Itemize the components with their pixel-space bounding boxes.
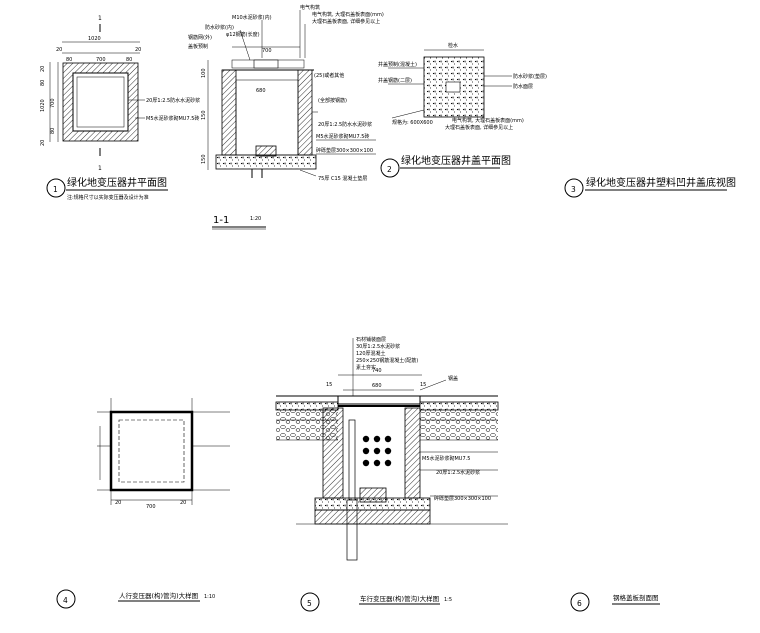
dim-side-20b: 20	[40, 140, 46, 146]
veh-right-label: 钢盖	[448, 375, 458, 382]
sec-label-1: M10水泥砂浆(内)	[232, 14, 272, 21]
cover-top-dim: 检水	[448, 42, 458, 49]
section-label: 1-1	[213, 215, 229, 226]
drawing-6: 6 钢格盖板剖面图	[570, 592, 660, 612]
drawing-5-title: 车行变压器(构)管沟)大样图	[360, 594, 439, 603]
sec-dim-700: 700	[262, 48, 272, 54]
dim-side-80a: 80	[40, 80, 46, 86]
sec-callout-3: 碎砾垫层300×300×100	[316, 147, 373, 154]
veh-dim-15b: 15	[420, 382, 426, 388]
sec-right-2: 电气构筑, 大理石盖板表面(mm)	[312, 11, 384, 18]
dim-side-700: 700	[50, 98, 56, 108]
drawing-4-number: 4	[63, 596, 68, 605]
sec-right-1: 电气构筑	[300, 4, 320, 11]
sec-right-5: (全部按钢筋)	[318, 97, 347, 104]
veh-wall-right	[404, 407, 421, 499]
cover-bottom-2: 电气构筑, 大理石盖板表面(mm)	[452, 117, 524, 124]
drawing-3-number-circle	[564, 178, 584, 198]
cover-label-left-2: 井盖钢筋(二层)	[378, 77, 412, 84]
drawing-1-plan: 1 1 1020 20 20 80 700 80 20 80 1020 700 …	[40, 15, 200, 201]
drawing-3: 3 绿化地变压器井塑料凹井盖底视图	[564, 176, 736, 198]
cover-label-left-1: 井盖预制(混凝土)	[378, 61, 417, 68]
veh-leader-4: 250×250钢筋混凝土(配筋)	[356, 357, 418, 364]
drawing-5-number-circle	[300, 592, 320, 612]
sec-bottom-note: 75厚 C15 混凝土垫层	[318, 175, 367, 182]
sec-dim-100: 100	[201, 68, 207, 78]
sec-dim-150a: 150	[201, 110, 207, 120]
section-1-1: M10水泥砂浆(内) 防水砂浆(内) 钢筋网(外) 盖板预制 电气构筑 电气构筑…	[188, 4, 384, 230]
veh-dim-680: 680	[372, 383, 382, 389]
dim-top-80a: 80	[66, 57, 72, 63]
veh-callout-3: 碎砾垫层300×300×100	[434, 495, 491, 502]
drawing-4-title: 人行变压器(构)管沟)大样图	[119, 591, 198, 600]
drawing-number-circle	[46, 178, 66, 198]
sec-wall-right	[297, 69, 313, 156]
dim-top-700: 700	[96, 57, 106, 63]
dim-top-20a: 20	[56, 47, 62, 53]
plan-callout-brick: M5水泥砂浆砌MU7.5砖	[146, 115, 199, 122]
drawing-title: 绿化地变压器井平面图	[67, 176, 167, 189]
dim-top-80b: 80	[126, 57, 132, 63]
veh-wall-left	[322, 407, 344, 499]
dim-side-80b: 80	[50, 128, 56, 134]
sec-top-note: φ12钢筋(长度)	[226, 31, 260, 38]
dim-top-20b: 20	[135, 47, 141, 53]
veh-callout-2: 20厚1:2.5水泥砂浆	[436, 469, 480, 476]
drawing-4-number-circle	[56, 589, 76, 609]
drawing-5-vehicle-section: 石材铺装面层 30厚1:2.5水泥砂浆 120厚混凝土 250×250钢筋混凝土…	[275, 336, 508, 612]
cover-label-right-1: 防水砂浆(垫层)	[513, 73, 547, 80]
sec-label-2: 防水砂浆(内)	[205, 24, 234, 31]
dim-side-20a: 20	[40, 66, 46, 72]
drawing-4-pedestrian-plan: 20 700 20 4 人行变压器(构)管沟)大样图 1:10	[56, 398, 230, 609]
cover-bottom-1: 规格为: 600X600	[392, 119, 433, 126]
ped-dim-700: 700	[146, 504, 156, 510]
drawing-3-number: 3	[571, 185, 576, 194]
sec-label-4: 盖板预制	[188, 43, 208, 50]
veh-leader-5: 素土夯实	[356, 364, 376, 371]
sec-right-4: (25)或者其他	[314, 72, 344, 79]
sec-callout-1: 20厚1:2.5防水水泥砂浆	[318, 121, 372, 128]
section-mark-bottom: 1	[98, 165, 102, 172]
ped-dim-20a: 20	[115, 500, 121, 506]
section-mark-top: 1	[98, 15, 102, 22]
drawing-3-title: 绿化地变压器井塑料凹井盖底视图	[586, 176, 736, 189]
sec-label-3: 钢筋网(外)	[188, 34, 212, 41]
drawing-2-cover-plan: 检水 井盖预制(混凝土) 井盖钢筋(二层) 防水砂浆(垫层) 防水面层 规格为:…	[378, 42, 547, 178]
sec-right-3: 大理石盖板表面, 详细参见以上	[312, 18, 380, 25]
drawing-note: 注:规格尺寸以实际变压器及设计为准	[67, 194, 149, 201]
drawing-2-number-circle	[380, 158, 400, 178]
veh-dim-740: 740	[372, 368, 382, 374]
drawing-2-number: 2	[387, 165, 392, 174]
drawing-4-scale: 1:10	[204, 594, 215, 600]
dim-side-1020: 1020	[40, 99, 46, 112]
drawing-5-number: 5	[307, 599, 312, 608]
cover-bottom-3: 大理石盖板表面, 详细参见以上	[445, 124, 513, 131]
pedestrian-frame	[109, 410, 194, 492]
drawing-6-title: 钢格盖板剖面图	[613, 593, 659, 602]
sec-wall-left	[221, 69, 237, 156]
drawing-6-number-circle	[570, 592, 590, 612]
ped-dim-20b: 20	[180, 500, 186, 506]
drawing-number: 1	[53, 185, 58, 194]
sec-dim-150b: 150	[201, 154, 207, 164]
sec-dim-680: 680	[256, 88, 266, 94]
veh-dim-15a: 15	[326, 382, 332, 388]
drawing-5-scale: 1:5	[444, 597, 452, 603]
cover-label-right-2: 防水面层	[513, 83, 533, 90]
drawing-2-title: 绿化地变压器井盖平面图	[401, 154, 511, 167]
veh-leader-3: 120厚混凝土	[356, 350, 386, 357]
veh-callout-1: M5水泥砂浆砌MU7.5	[422, 455, 470, 462]
dim-top-total: 1020	[88, 36, 101, 42]
veh-leader-1: 石材铺装面层	[356, 336, 386, 343]
veh-base	[314, 497, 431, 511]
section-scale: 1:20	[250, 216, 261, 222]
cable-holes	[362, 435, 392, 467]
plan-callout-mortar: 20厚1:2.5防水水泥砂浆	[146, 97, 200, 104]
sec-base	[215, 154, 317, 170]
veh-leader-2: 30厚1:2.5水泥砂浆	[356, 343, 400, 350]
sec-callout-2: M5水泥砂浆砌MU7.5砖	[316, 133, 369, 140]
drawing-6-number: 6	[577, 599, 582, 608]
